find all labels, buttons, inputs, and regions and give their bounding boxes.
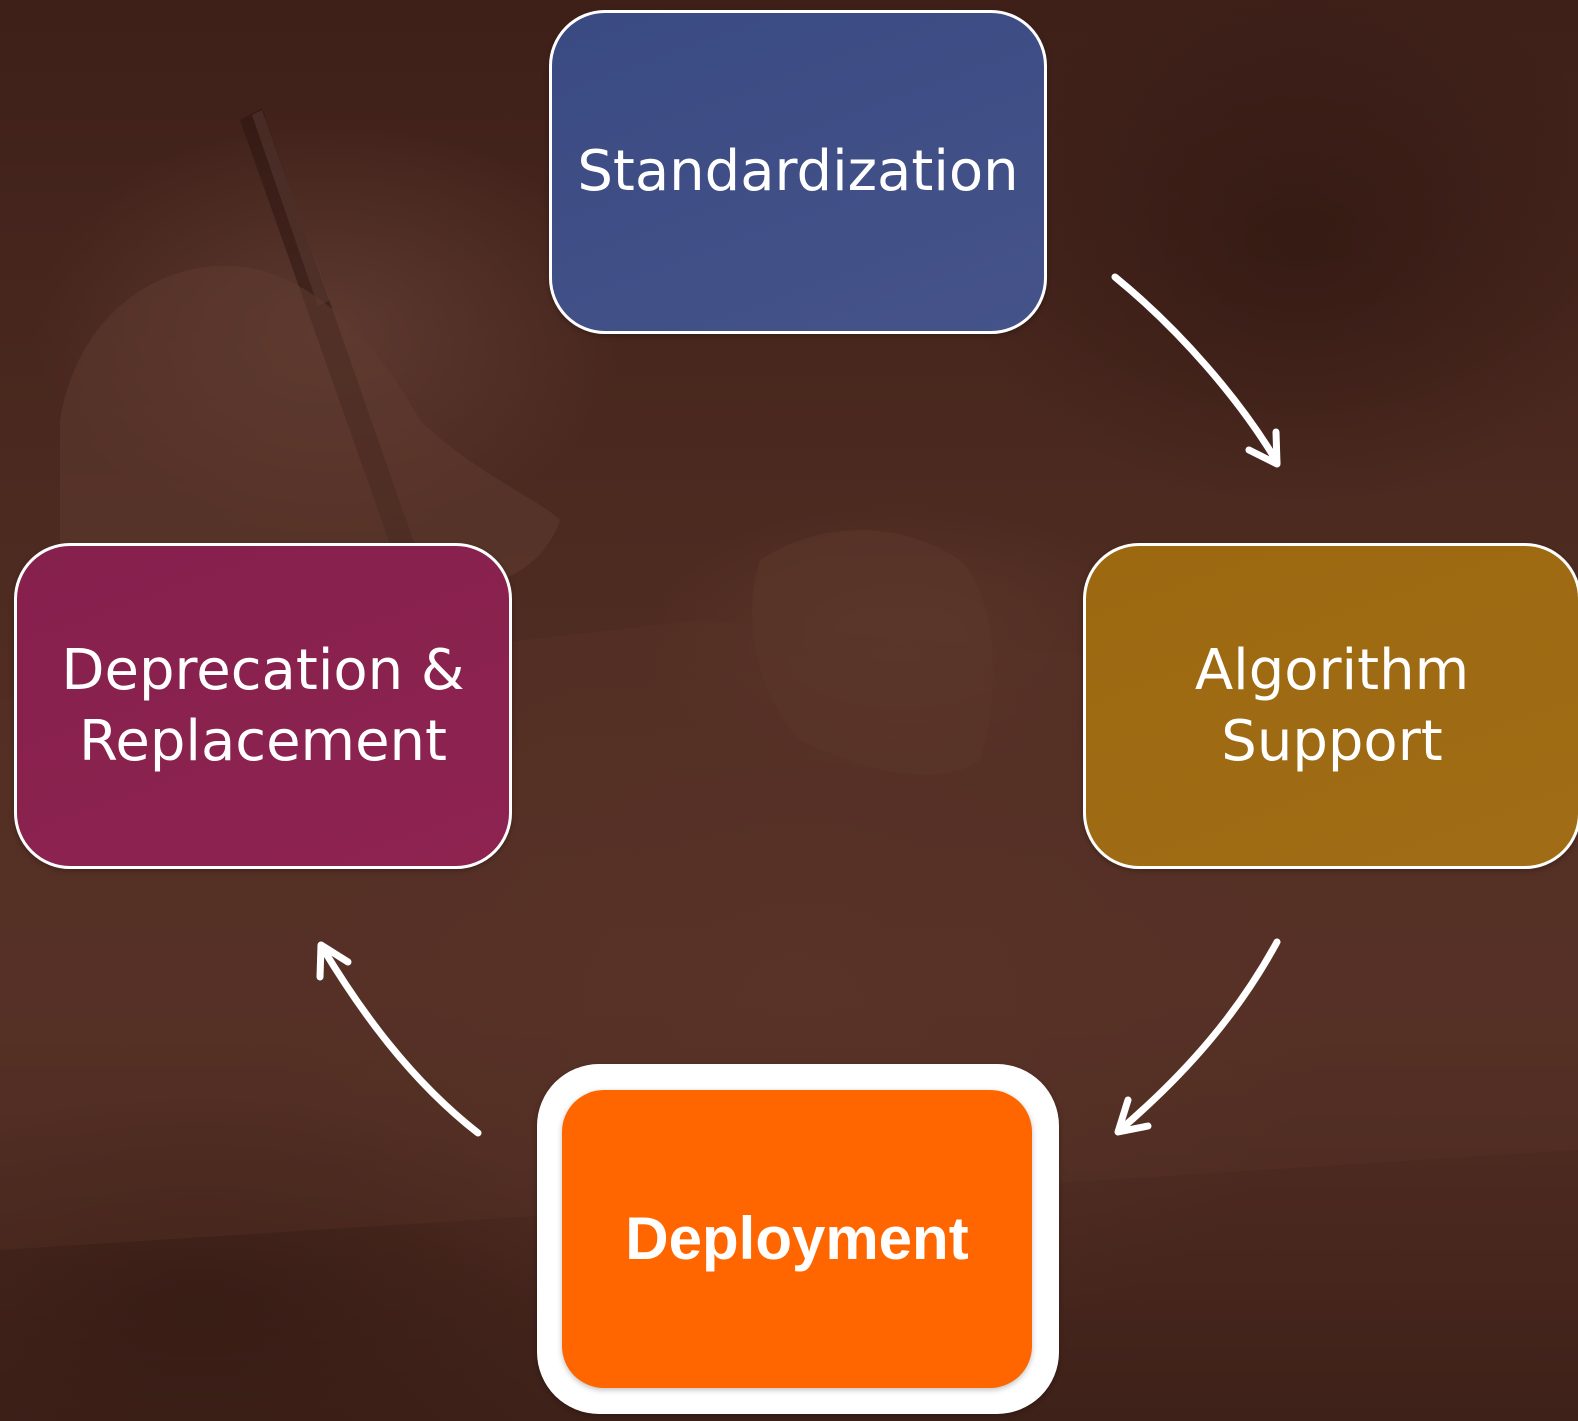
node-algorithm-support-label: Algorithm Support [1195, 635, 1469, 777]
node-deployment-label: Deployment [625, 1201, 968, 1277]
node-deprecation-replacement-label: Deprecation & Replacement [61, 635, 464, 777]
node-standardization-label: Standardization [577, 136, 1018, 207]
label-line: Algorithm [1194, 637, 1470, 703]
arrowhead-deployment-to-deprecation [316, 941, 352, 981]
label-line: Deprecation & [61, 637, 465, 703]
label-line: Deployment [625, 1204, 969, 1272]
label-line: Standardization [577, 139, 1019, 205]
node-standardization: Standardization [549, 10, 1047, 334]
node-deprecation-replacement: Deprecation & Replacement [14, 543, 512, 869]
label-line: Support [1221, 709, 1443, 774]
arrow-standardization-to-algorithm [1111, 273, 1281, 466]
arrowhead-algorithm-to-deployment [1114, 1096, 1152, 1136]
node-algorithm-support: Algorithm Support [1083, 543, 1578, 869]
arrow-deployment-to-deprecation [318, 943, 482, 1137]
node-deployment: Deployment [562, 1090, 1032, 1388]
label-line: Replacement [79, 709, 447, 774]
arrow-algorithm-to-deployment [1116, 938, 1281, 1134]
arrowhead-standardization-to-algorithm [1245, 428, 1281, 468]
